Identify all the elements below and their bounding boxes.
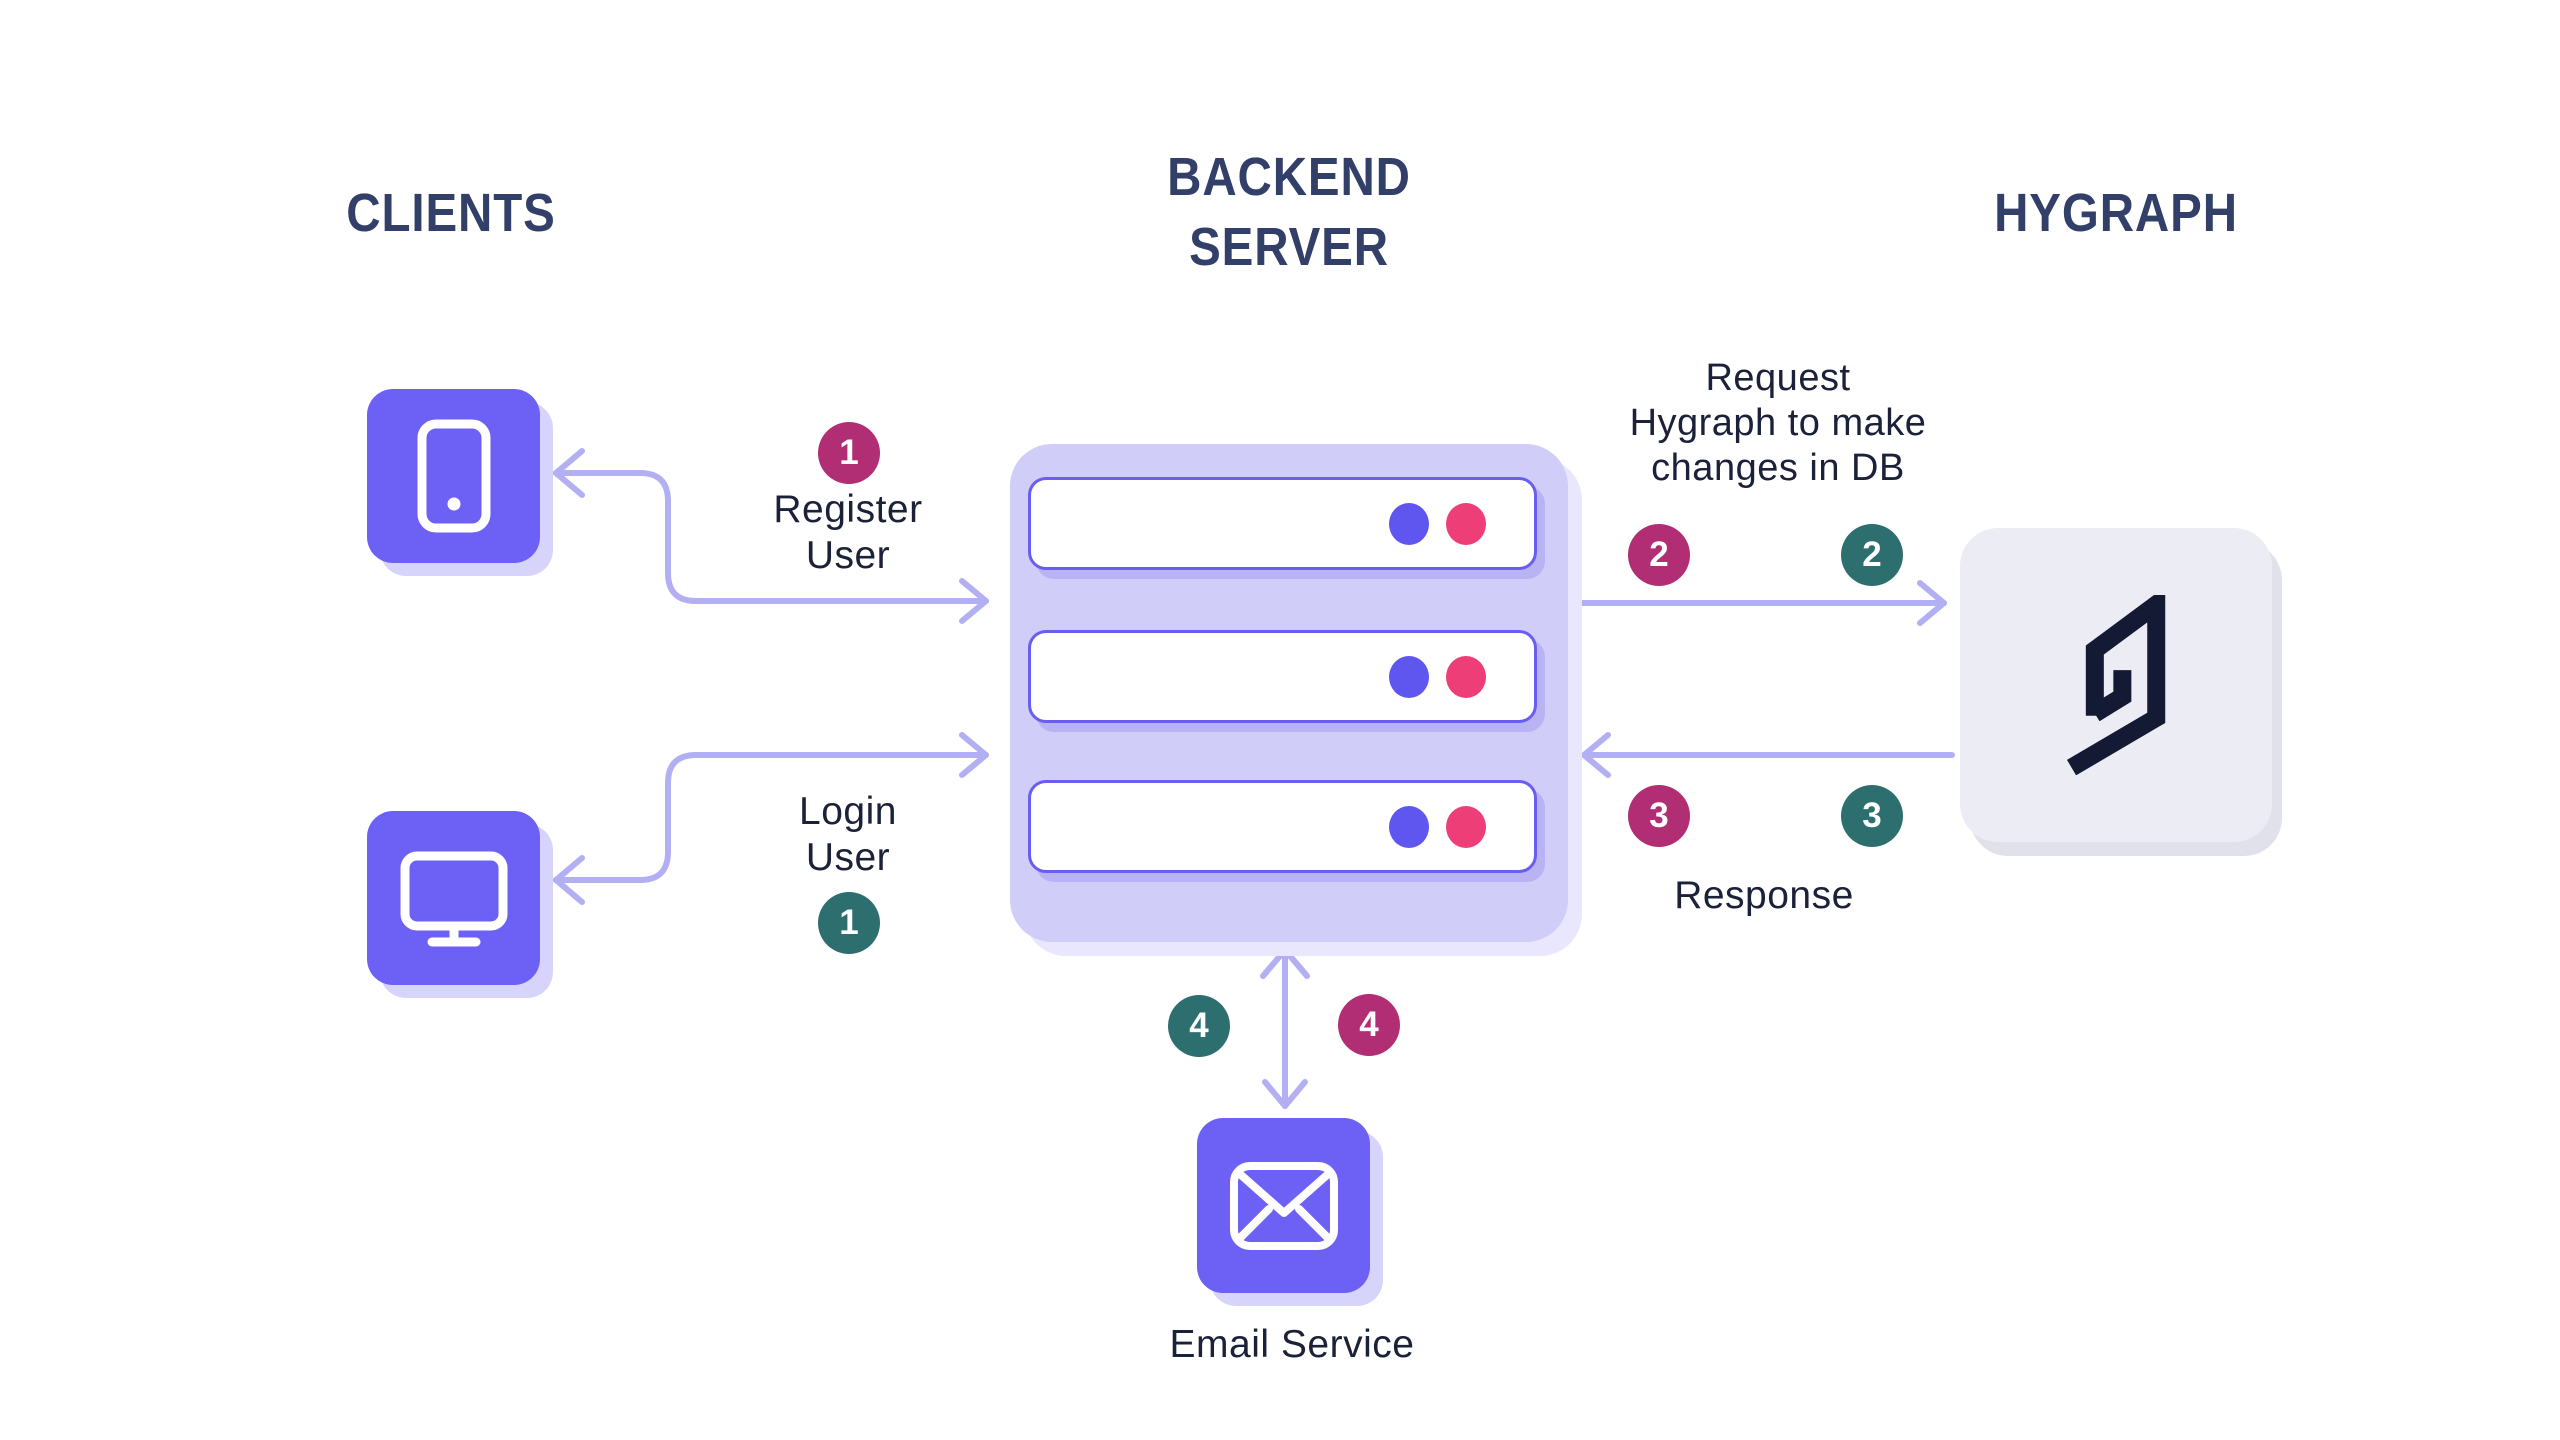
register-connector bbox=[553, 470, 989, 624]
email-service-label: Email Service bbox=[1169, 1323, 1415, 1366]
step-badge-2-teal: 2 bbox=[1841, 524, 1903, 586]
server-rack-row bbox=[1028, 780, 1537, 873]
response-label: Response bbox=[1674, 874, 1854, 917]
server-led-blue bbox=[1389, 656, 1429, 698]
backend-server-panel bbox=[1010, 444, 1568, 942]
step-badge-3-teal: 3 bbox=[1841, 785, 1903, 847]
server-led-blue bbox=[1389, 503, 1429, 545]
step-badge-1-teal: 1 bbox=[818, 892, 880, 954]
server-led-pink bbox=[1446, 656, 1486, 698]
step-badge-3-magenta: 3 bbox=[1628, 785, 1690, 847]
desktop-monitor-icon bbox=[400, 851, 507, 947]
hygraph-logo bbox=[2066, 595, 2166, 775]
step-badge-1-magenta: 1 bbox=[818, 422, 880, 484]
desktop-client-node bbox=[367, 811, 540, 985]
login-user-label: Login User bbox=[799, 790, 897, 879]
login-arrowhead-left bbox=[551, 855, 585, 905]
mobile-phone-icon bbox=[417, 419, 490, 533]
request-label: Request Hygraph to make changes in DB bbox=[1629, 357, 1927, 489]
step-badge-2-magenta: 2 bbox=[1628, 524, 1690, 586]
email-arrowhead-up bbox=[1260, 945, 1310, 979]
backend-server-title: BACKEND SERVER bbox=[1167, 147, 1411, 277]
mobile-client-node bbox=[367, 389, 540, 563]
envelope-icon bbox=[1229, 1161, 1338, 1250]
server-rack-row bbox=[1028, 477, 1537, 570]
step-badge-4-teal: 4 bbox=[1168, 995, 1230, 1057]
register-arrowhead-left bbox=[551, 448, 585, 498]
hygraph-title: HYGRAPH bbox=[1994, 183, 2238, 243]
server-rack-row bbox=[1028, 630, 1537, 723]
register-user-label: Register User bbox=[773, 488, 923, 577]
clients-title: CLIENTS bbox=[346, 183, 556, 243]
email-service-node bbox=[1197, 1118, 1370, 1293]
step-badge-4-magenta: 4 bbox=[1338, 994, 1400, 1056]
login-connector bbox=[553, 732, 989, 883]
hygraph-node bbox=[1960, 528, 2272, 842]
server-led-pink bbox=[1446, 503, 1486, 545]
server-led-pink bbox=[1446, 806, 1486, 848]
server-led-blue bbox=[1389, 806, 1429, 848]
